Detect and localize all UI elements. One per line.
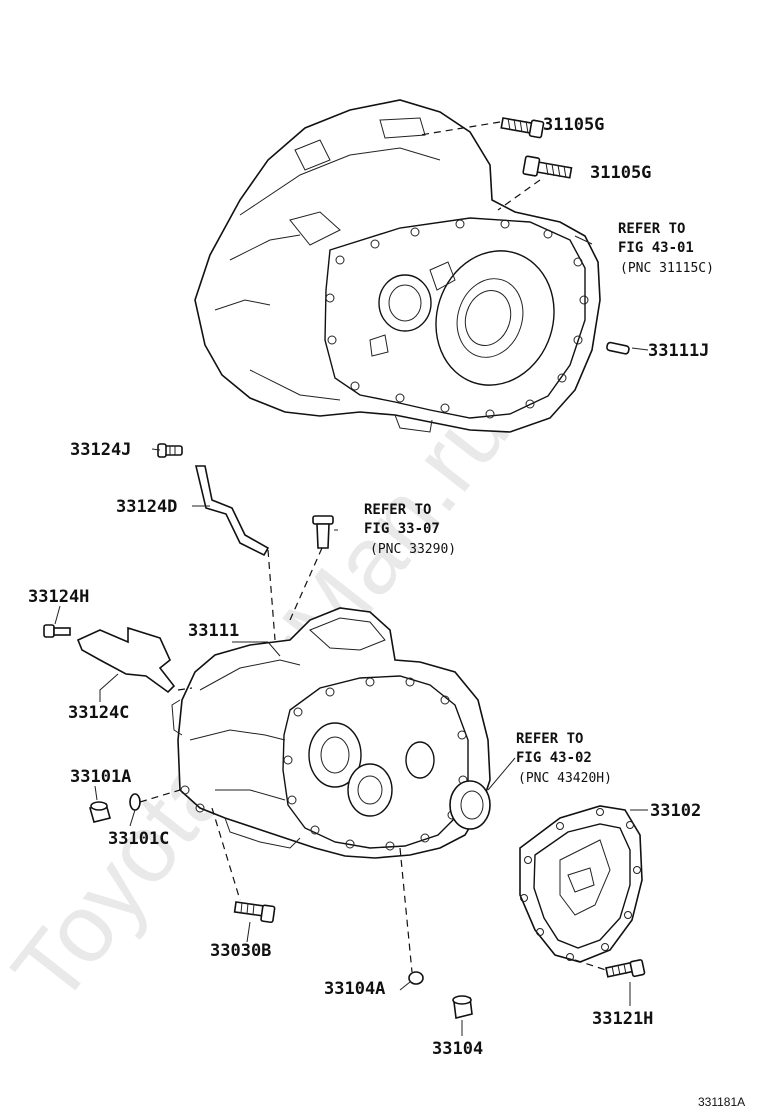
svg-text:FIG 33-07: FIG 33-07 [364, 521, 440, 537]
gasket-33101c [129, 793, 141, 811]
leader-lines [54, 235, 649, 1036]
svg-text:REFER TO: REFER TO [516, 731, 583, 747]
callout-33111j: 33111J [648, 341, 709, 361]
leader-31105g-upper [419, 121, 501, 136]
callout-31105g-b: 31105G [590, 163, 651, 183]
bracket-33124d [194, 465, 270, 557]
plug-33104 [452, 995, 473, 1019]
reference-note-fig-33-07: REFER TO FIG 33-07 (PNC 33290) [364, 502, 456, 557]
bolt-33124h [43, 624, 71, 638]
callout-33030b: 33030B [210, 941, 271, 961]
svg-text:(PNC 33290): (PNC 33290) [370, 542, 456, 557]
transaxle-case [171, 607, 491, 859]
bolt-33124j [157, 443, 183, 458]
breather-plug [312, 515, 334, 549]
callout-33121h: 33121H [592, 1009, 653, 1029]
figure-id: 331181A [698, 1095, 745, 1109]
callout-33104a: 33104A [324, 979, 385, 999]
bolt-31105g-upper [500, 117, 545, 139]
bolt-31105g-lower [522, 155, 573, 179]
callout-33124h: 33124H [28, 587, 89, 607]
bolt-33121h [605, 959, 646, 978]
reference-note-fig-43-02: REFER TO FIG 43-02 (PNC 43420H) [516, 731, 612, 786]
callout-33111: 33111 [188, 621, 239, 641]
plug-33101a [89, 801, 111, 823]
svg-text:(PNC 43420H): (PNC 43420H) [518, 771, 612, 786]
leader-31105g-lower [497, 179, 541, 211]
bracket-33124c [76, 626, 176, 694]
callout-33124d: 33124D [116, 497, 177, 517]
part-number-labels: 31105G 31105G 33111J 33124J 33124D 33124… [28, 115, 709, 1059]
callout-33104: 33104 [432, 1039, 483, 1059]
svg-text:FIG 43-01: FIG 43-01 [618, 240, 694, 256]
gasket-33104a [408, 971, 424, 985]
bolt-33030b [233, 901, 276, 924]
svg-text:FIG 43-02: FIG 43-02 [516, 750, 592, 766]
reference-note-fig-43-01: REFER TO FIG 43-01 (PNC 31115C) [618, 221, 714, 276]
callout-33124j: 33124J [70, 440, 131, 460]
svg-text:REFER TO: REFER TO [618, 221, 685, 237]
dashed-guides [139, 547, 607, 973]
transaxle-housing [194, 99, 601, 433]
pin-33111j [606, 341, 630, 355]
cover-33102 [519, 805, 643, 963]
callout-33101a: 33101A [70, 767, 131, 787]
callout-31105g-a: 31105G [543, 115, 604, 135]
callout-33101c: 33101C [108, 829, 169, 849]
svg-text:REFER TO: REFER TO [364, 502, 431, 518]
callout-33102: 33102 [650, 801, 701, 821]
svg-text:(PNC 31115C): (PNC 31115C) [620, 261, 714, 276]
callout-33124c: 33124C [68, 703, 129, 723]
